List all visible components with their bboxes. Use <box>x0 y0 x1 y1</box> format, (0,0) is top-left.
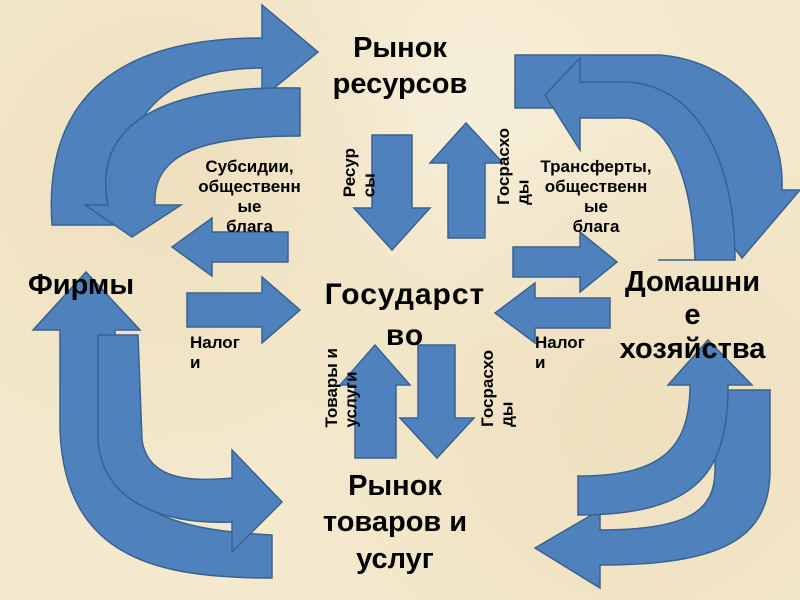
arrow-goods-market-to-firms-outer <box>31 270 273 579</box>
households-label: Домашни е хозяйства <box>619 266 766 365</box>
government-label: Государст во <box>324 278 486 352</box>
taxes-firms-label: Налог и <box>190 333 240 372</box>
arrow-firms-to-gov-taxes <box>186 275 302 345</box>
arrow-resource-market-to-firms-inner <box>82 87 301 238</box>
arrow-households-to-goods-market-outer <box>533 389 771 590</box>
arrow-resource-market-to-gov-resources <box>352 134 432 252</box>
transfers-label: Трансферты, общественн ые блага <box>540 157 652 236</box>
taxes-households-label: Налог и <box>535 333 585 372</box>
subsidies-label: Субсидии, общественн ые блага <box>198 157 301 236</box>
arrow-gov-to-resource-market-spending <box>428 121 505 239</box>
resources-flow-label: Ресур сы <box>340 148 379 198</box>
arrow-firms-to-goods-market-inner <box>97 334 284 554</box>
arrow-goods-market-to-households-inner <box>577 338 754 516</box>
arrow-households-to-gov-taxes <box>493 281 611 345</box>
gov-spending-bottom-label: Госрасхо ды <box>478 350 517 427</box>
arrow-gov-to-households-transfers <box>512 230 619 294</box>
arrow-gov-to-firms-subsidies <box>170 216 289 278</box>
goods-market-label: Рынок товаров и услуг <box>322 470 468 575</box>
resource-market-label: Рынок ресурсов <box>332 32 468 101</box>
firms-label: Фирмы <box>28 269 135 301</box>
gov-spending-top-label: Госрасхо ды <box>494 128 533 205</box>
goods-services-flow-label: Товары и услуги <box>322 348 361 428</box>
arrow-goods-market-to-gov-goods <box>338 343 412 459</box>
arrow-households-to-resource-market-inner <box>544 56 736 261</box>
arrow-gov-to-goods-market-spending <box>398 344 476 460</box>
